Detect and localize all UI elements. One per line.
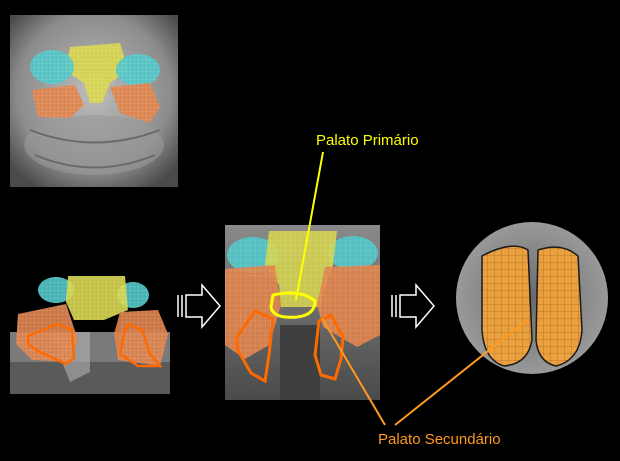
- secondary-palate-label: Palato Secundário: [378, 432, 501, 447]
- micrograph-frontal-face: [10, 15, 178, 187]
- hollow-right-arrow-icon: [390, 283, 436, 334]
- micrograph-palate-early: [10, 262, 170, 394]
- micrograph-palate-fused: [452, 220, 610, 378]
- micrograph-palate-mid: [225, 225, 380, 400]
- hollow-right-arrow-icon: [176, 283, 222, 334]
- primary-palate-label: Palato Primário: [316, 133, 419, 148]
